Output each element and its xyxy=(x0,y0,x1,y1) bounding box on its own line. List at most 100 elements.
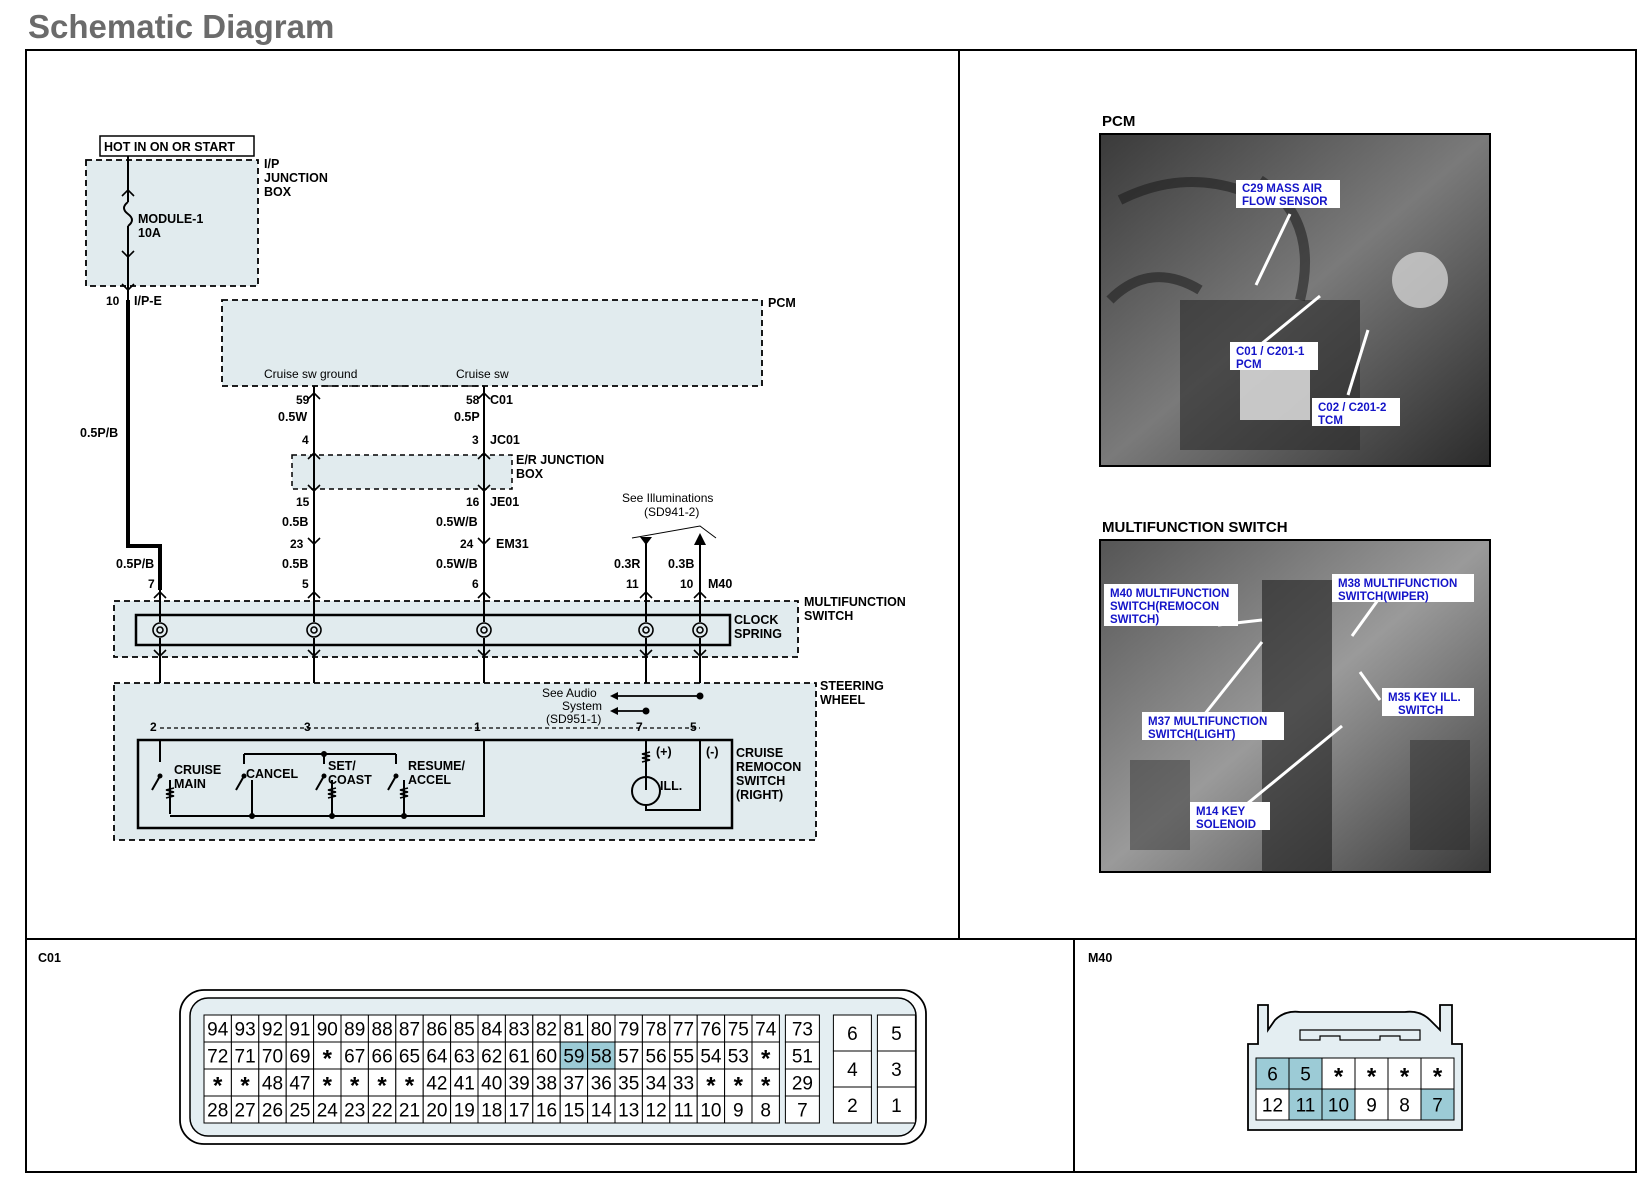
c01-pin-40: 40 xyxy=(481,1074,502,1095)
c01-pin-6-cell xyxy=(832,1014,872,1052)
ipe-pin: 10 xyxy=(106,294,120,308)
c01-pin-78: 78 xyxy=(646,1020,667,1041)
em31-label: EM31 xyxy=(496,537,529,551)
m40-pin-1: 7 xyxy=(148,577,155,591)
c01-pin-33-cell xyxy=(669,1068,698,1097)
ipjb-label-2: JUNCTION xyxy=(264,171,328,185)
c01-pin-*-cell xyxy=(751,1041,780,1070)
c01-pin-73: 73 xyxy=(792,1020,813,1041)
c01-pin-48-cell xyxy=(258,1068,287,1097)
c01-pin-38: 38 xyxy=(536,1074,557,1095)
c01-pin-12: 12 xyxy=(646,1101,667,1122)
audio-ref-1: See Audio xyxy=(542,686,597,700)
c01-pin-14: 14 xyxy=(591,1101,613,1122)
m40-pin-5: 10 xyxy=(680,577,694,591)
c01-pin-63: 63 xyxy=(454,1047,475,1068)
switch-plus: (+) xyxy=(656,745,672,759)
cruise-switch-label-2: REMOCON xyxy=(736,760,801,774)
frame xyxy=(25,49,1637,1173)
je01-pin-a: 15 xyxy=(296,495,310,509)
c01-pin-*-cell xyxy=(203,1068,232,1097)
c01-pin-8: 8 xyxy=(760,1101,771,1122)
m40-pin-6: 6 xyxy=(1267,1065,1278,1086)
c01-pin-86-cell xyxy=(422,1014,452,1043)
c01-pin-51: 51 xyxy=(792,1047,813,1068)
c01-pin-15: 15 xyxy=(563,1101,584,1122)
wire-left2-label: 0.5P/B xyxy=(116,557,154,571)
c01-pin-*: * xyxy=(213,1073,223,1100)
c01-pin-60: 60 xyxy=(536,1047,557,1068)
c01-pin-*: * xyxy=(350,1073,360,1100)
c01-pin-58-cell xyxy=(587,1041,616,1070)
m40-pin-4: 11 xyxy=(626,577,639,591)
c01-title: C01 xyxy=(38,951,61,965)
ipjb-label-1: I/P xyxy=(264,157,279,171)
c01-pin-21-cell xyxy=(395,1095,424,1124)
c01-pin-71-cell xyxy=(230,1041,260,1070)
cruise-pin-3: 1 xyxy=(474,720,481,734)
pcm-box xyxy=(221,299,763,387)
c01-pin-3: 3 xyxy=(891,1060,902,1081)
hot-label-box xyxy=(99,135,255,157)
c01-pin-80-cell xyxy=(587,1014,616,1043)
cruise-pin-2: 3 xyxy=(304,720,311,734)
pcm-ann-1a: C29 MASS AIR xyxy=(1242,183,1323,195)
c01-pin-3-cell xyxy=(876,1050,916,1088)
c01-pin-19-cell xyxy=(450,1095,479,1124)
audio-ref-3: (SD951-1) xyxy=(546,712,601,726)
switch-resume-accel-2: ACCEL xyxy=(408,773,451,787)
c01-pin-18: 18 xyxy=(481,1101,502,1122)
ip-junction-box xyxy=(85,159,259,287)
c01-pin-*: * xyxy=(323,1046,333,1073)
c01-pin-7: 7 xyxy=(797,1101,808,1122)
cruise-switch-label-4: (RIGHT) xyxy=(736,788,783,802)
c01-pin-*-cell xyxy=(367,1068,397,1097)
m40-pin-12-cell xyxy=(1255,1088,1290,1121)
erjb-label-2: BOX xyxy=(516,467,544,481)
c01-pin-21: 21 xyxy=(399,1101,420,1122)
illum-ref-1: See Illuminations xyxy=(622,491,713,505)
resistor-symbols xyxy=(165,751,651,799)
c01-pin-63-cell xyxy=(450,1041,479,1070)
c01-pin-25-cell xyxy=(285,1095,315,1124)
cruise-pin-1: 2 xyxy=(150,720,157,734)
switch-ill: ILL. xyxy=(660,779,682,793)
audio-ref-2: System xyxy=(562,699,602,713)
c01-pin-16-cell xyxy=(532,1095,561,1124)
page-title: Schematic Diagram xyxy=(28,8,335,45)
c01-pin-*: * xyxy=(734,1073,744,1100)
c01-pin-sw: 58 xyxy=(466,393,480,407)
m40-title: M40 xyxy=(1088,951,1112,965)
erjb-label-1: E/R JUNCTION xyxy=(516,453,604,467)
c01-pin-42: 42 xyxy=(426,1074,447,1095)
clock-spring-box xyxy=(134,613,732,647)
er-junction-box xyxy=(291,454,513,490)
c01-pin-41: 41 xyxy=(454,1074,475,1095)
c01-pin-83: 83 xyxy=(509,1020,530,1041)
c01-pin-40-cell xyxy=(477,1068,506,1097)
c01-pin-17-cell xyxy=(504,1095,534,1124)
c01-pin-ground: 59 xyxy=(296,393,310,407)
c01-pin-16: 16 xyxy=(536,1101,557,1122)
c01-pin-17: 17 xyxy=(509,1101,530,1122)
m40-pin-7: 7 xyxy=(1432,1096,1443,1117)
m40-pin-*-cell xyxy=(1420,1057,1455,1090)
m40-pin-10: 10 xyxy=(1328,1096,1349,1117)
wire-b1-label: 0.5P xyxy=(454,410,480,424)
photo-mfs-panel: MULTIFUNCTION SWITCH M40 MULTIFUNCTION S… xyxy=(1099,519,1491,873)
c01-pin-92: 92 xyxy=(262,1020,283,1041)
m40-pin-12: 12 xyxy=(1262,1096,1283,1117)
schematic: HOT IN ON OR START I/P JUNCTION BOX MODU… xyxy=(80,135,906,841)
c01-pin-47: 47 xyxy=(289,1074,310,1095)
steering-label-1: STEERING xyxy=(820,679,884,693)
c01-pin-12-cell xyxy=(641,1095,671,1124)
fuse-label-1: MODULE-1 xyxy=(138,212,203,226)
m40-pin-*: * xyxy=(1433,1064,1443,1091)
mfs-ann-4b: SWITCH(LIGHT) xyxy=(1148,729,1236,741)
c01-pin-55-cell xyxy=(669,1041,698,1070)
c01-pin-82-cell xyxy=(532,1014,561,1043)
em31-pin-a: 23 xyxy=(290,537,304,551)
